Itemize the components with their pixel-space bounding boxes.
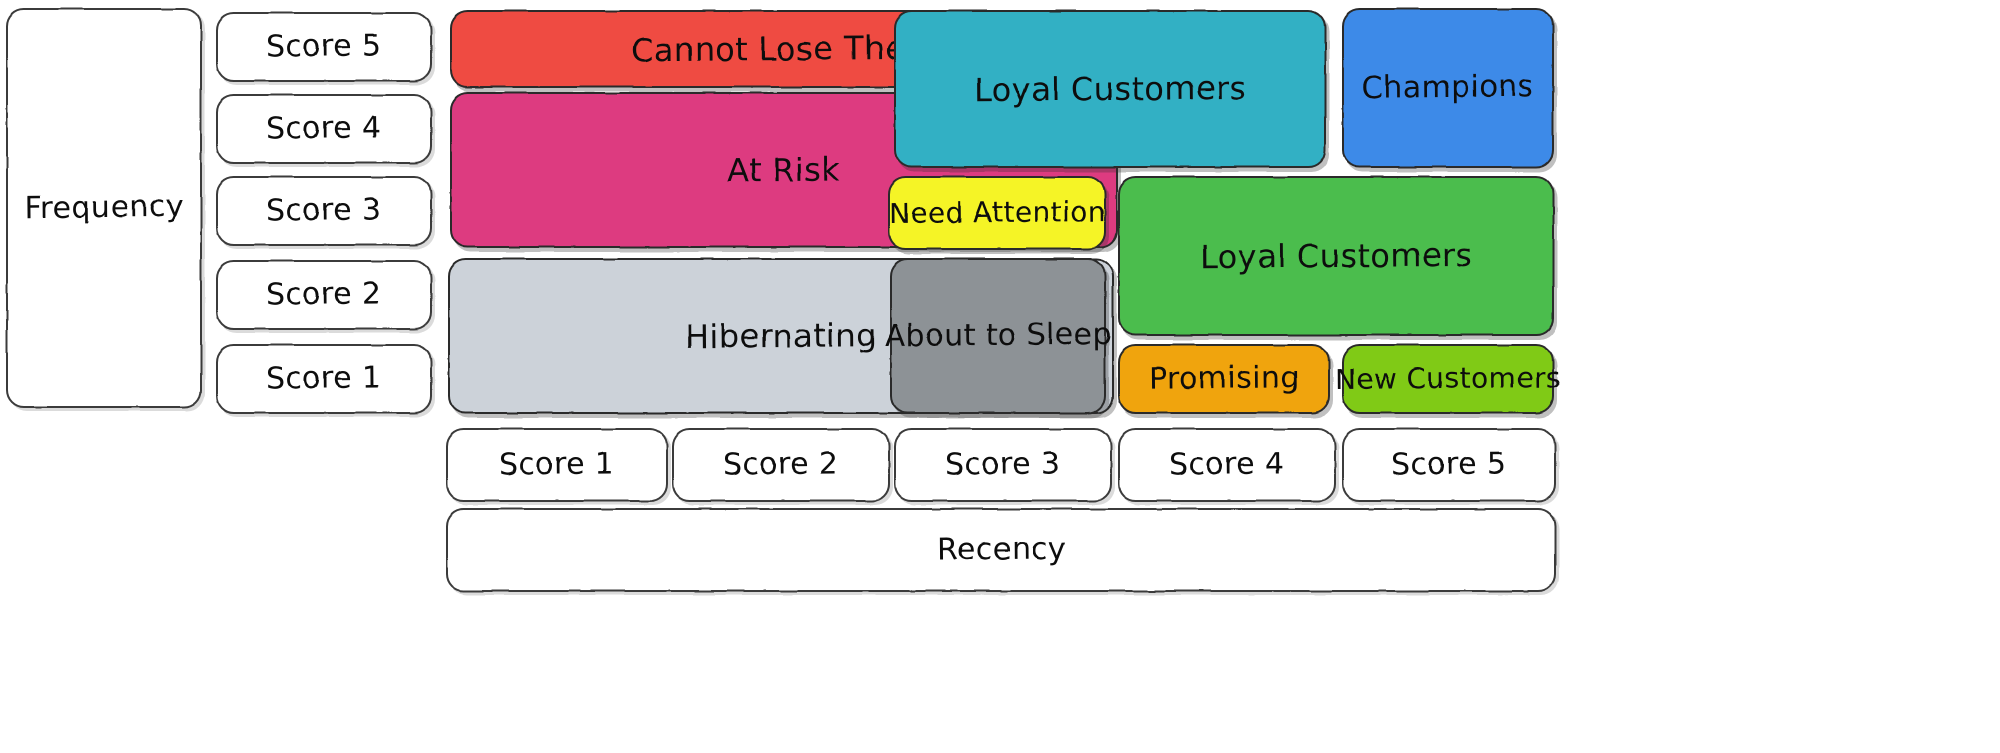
segment-need-attention[interactable]: Need Attention: [888, 176, 1106, 250]
segment-promising-label: Promising: [1148, 360, 1300, 397]
segment-champions[interactable]: Champions: [1342, 8, 1554, 168]
frequency-score-4-label: Score 4: [266, 110, 382, 147]
segment-new-customers-label: New Customers: [1334, 360, 1562, 396]
segment-loyal-customers-green[interactable]: Loyal Customers: [1118, 176, 1554, 336]
segment-new-customers[interactable]: New Customers: [1335, 344, 1561, 414]
frequency-score-5-label: Score 5: [266, 28, 382, 65]
recency-score-2[interactable]: Score 2: [672, 428, 890, 502]
segment-about-to-sleep[interactable]: About to Sleep: [884, 258, 1112, 414]
recency-score-3[interactable]: Score 3: [894, 428, 1112, 502]
recency-score-3-label: Score 3: [945, 446, 1061, 483]
recency-score-2-label: Score 2: [723, 446, 839, 483]
recency-score-5-label: Score 5: [1391, 446, 1507, 483]
frequency-score-3[interactable]: Score 3: [216, 176, 432, 246]
segment-cannot-lose-them-label: Cannot Lose Them: [631, 28, 937, 69]
recency-score-4[interactable]: Score 4: [1118, 428, 1336, 502]
recency-score-1[interactable]: Score 1: [446, 428, 668, 502]
frequency-axis-label: Frequency: [6, 8, 202, 408]
frequency-score-1-label: Score 1: [266, 360, 382, 397]
segment-loyal-customers-teal-label: Loyal Customers: [973, 68, 1247, 109]
recency-axis-label: Recency: [446, 508, 1556, 592]
recency-score-4-label: Score 4: [1169, 446, 1285, 483]
segment-loyal-customers-teal[interactable]: Loyal Customers: [894, 10, 1326, 168]
frequency-score-3-label: Score 3: [266, 192, 382, 229]
segment-champions-label: Champions: [1362, 69, 1534, 106]
frequency-axis-text: Frequency: [24, 189, 184, 226]
segment-promising[interactable]: Promising: [1118, 344, 1330, 414]
recency-axis-text: Recency: [936, 531, 1066, 568]
frequency-score-1[interactable]: Score 1: [216, 344, 432, 414]
segment-loyal-customers-green-label: Loyal Customers: [1199, 235, 1473, 276]
recency-score-5[interactable]: Score 5: [1342, 428, 1556, 502]
frequency-score-5[interactable]: Score 5: [216, 12, 432, 82]
segment-need-attention-label: Need Attention: [888, 194, 1106, 230]
segment-at-risk-label: At Risk: [727, 150, 841, 190]
frequency-score-2-label: Score 2: [266, 276, 382, 313]
frequency-score-2[interactable]: Score 2: [216, 260, 432, 330]
segment-about-to-sleep-label: About to Sleep: [884, 316, 1112, 354]
segment-hibernating-label: Hibernating: [684, 315, 878, 356]
frequency-score-4[interactable]: Score 4: [216, 94, 432, 164]
recency-score-1-label: Score 1: [499, 446, 615, 483]
